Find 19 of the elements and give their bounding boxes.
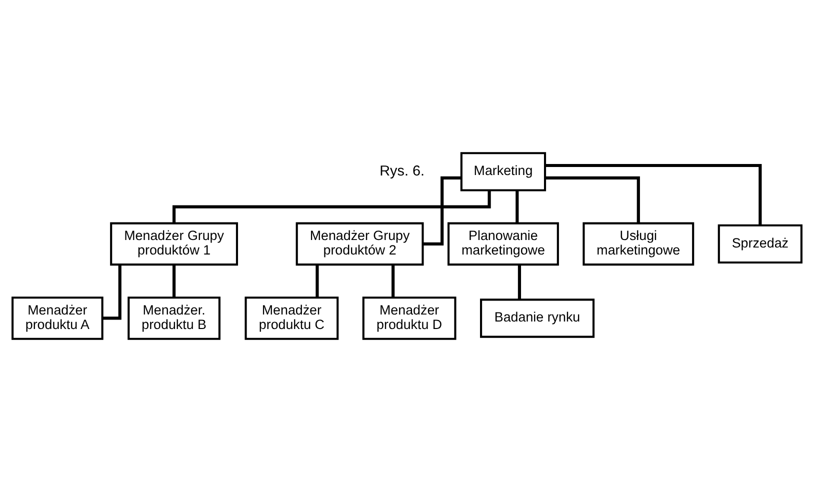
node-box: Usługi marketingowe — [582, 222, 694, 266]
connector — [545, 176, 640, 224]
node-box: Menadżer produktu C — [244, 296, 339, 340]
connector — [316, 264, 319, 298]
node-box: Menadżer produktu A — [12, 296, 104, 340]
connector — [516, 190, 519, 224]
connector — [545, 164, 762, 226]
connector — [172, 264, 176, 298]
node-box: Menadżer Grupy produktów 1 — [110, 222, 238, 266]
connector — [518, 264, 522, 300]
node-box: Marketing — [460, 152, 546, 192]
node-box: Menadżer produktu D — [362, 296, 456, 340]
label: Rys. 6. — [380, 164, 425, 180]
node-box: Badanie rynku — [480, 298, 595, 338]
node-box: Menadżer. produktu B — [128, 296, 220, 340]
node-box: Sprzedaż — [718, 224, 802, 264]
connector — [392, 264, 395, 298]
node-box: Menadżer Grupy produktów 2 — [296, 222, 424, 266]
node-box: Planowanie marketingowe — [448, 222, 559, 266]
